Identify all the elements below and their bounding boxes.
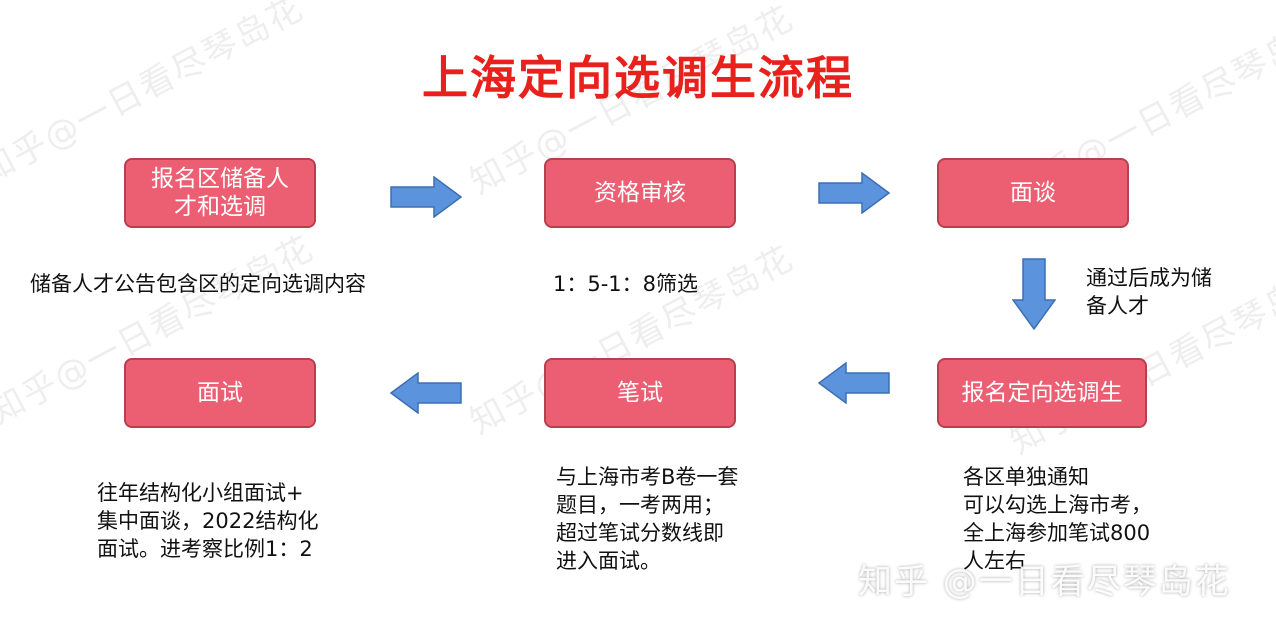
step-label: 报名定向选调生 (961, 380, 1123, 406)
step-box-qualification-review: 资格审核 (544, 158, 736, 228)
note-written-exam: 与上海市考B卷一套 题目，一考两用； 超过笔试分数线即 进入面试。 (556, 465, 739, 573)
step-box-register-reserve: 报名区储备人 才和选调 (124, 158, 316, 228)
note-become-reserve: 通过后成为储 备人才 (1086, 266, 1212, 318)
arrow-right-icon (818, 172, 890, 214)
arrow-left-icon (818, 362, 890, 404)
step-box-written-exam: 笔试 (544, 358, 736, 428)
arrow-down-icon (1012, 258, 1056, 330)
note-reserve-announcement: 储备人才公告包含区的定向选调内容 (30, 272, 366, 296)
step-box-register-selection: 报名定向选调生 (937, 358, 1147, 428)
step-label: 面谈 (1010, 180, 1056, 206)
note-district-notice: 各区单独通知 可以勾选上海市考， 全上海参加笔试800 人左右 (963, 465, 1152, 573)
step-label: 资格审核 (594, 180, 686, 206)
note-interview: 往年结构化小组面试+ 集中面谈，2022结构化 面试。进考察比例1：2 (97, 481, 319, 561)
page-title: 上海定向选调生流程 (422, 51, 854, 105)
arrow-left-icon (390, 372, 462, 414)
step-label: 笔试 (617, 380, 663, 406)
arrow-right-icon (390, 176, 462, 218)
step-label: 报名区储备人 才和选调 (151, 166, 289, 220)
note-screening-ratio: 1：5-1：8筛选 (553, 272, 699, 296)
step-label: 面试 (197, 380, 243, 406)
zhihu-watermark: 知乎 @一日看尽琴岛花 (858, 562, 1231, 602)
step-box-interview: 面试 (124, 358, 316, 428)
step-box-interview-talk: 面谈 (937, 158, 1129, 228)
